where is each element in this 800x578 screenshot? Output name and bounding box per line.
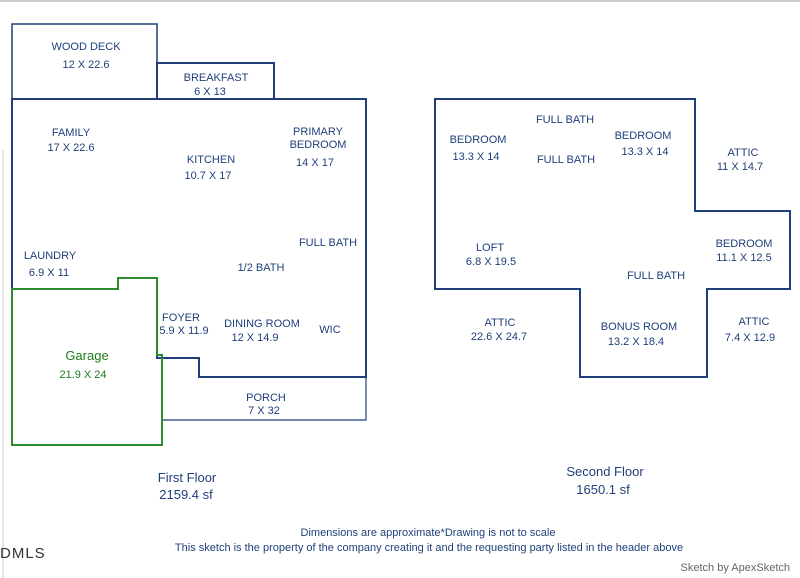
room-bonus-room-name: BONUS ROOM: [600, 321, 678, 333]
room-breakfast-name: BREAKFAST: [183, 72, 249, 84]
room-bedroom-1-dims: 13.3 X 14: [452, 151, 500, 163]
second-floor-outline: [434, 98, 791, 378]
room-primary-bedroom-dims: 14 X 17: [296, 157, 334, 169]
room-garage-dims: 21.9 X 24: [59, 369, 107, 381]
room-bedroom-2-name: BEDROOM: [614, 130, 672, 142]
room-primary-bedroom-name-1: PRIMARY: [293, 126, 343, 138]
room-garage-name: Garage: [65, 348, 109, 363]
room-attic-2-name: ATTIC: [484, 317, 516, 329]
second-floor-title: Second Floor: [566, 464, 644, 479]
room-porch-name: PORCH: [246, 392, 286, 404]
room-full-bath-2-name: FULL BATH: [536, 154, 596, 166]
room-dining-room-dims: 12 X 14.9: [231, 332, 279, 344]
room-kitchen-dims: 10.7 X 17: [184, 170, 232, 182]
room-bedroom-3-dims: 11.1 X 12.5: [716, 252, 772, 264]
room-bonus-room-dims: 13.2 X 18.4: [607, 336, 665, 348]
room-full-bath-name: FULL BATH: [298, 237, 358, 249]
room-half-bath-name: 1/2 BATH: [237, 262, 285, 274]
top-divider: [0, 0, 800, 2]
room-full-bath-1-name: FULL BATH: [535, 114, 595, 126]
room-wood-deck-name: WOOD DECK: [51, 41, 121, 53]
second-floor-area: 1650.1 sf: [576, 482, 630, 497]
breakfast-outline: [156, 62, 275, 99]
first-floor-title: First Floor: [157, 470, 217, 485]
room-kitchen-name: KITCHEN: [186, 154, 236, 166]
room-family-dims: 17 X 22.6: [47, 142, 95, 154]
room-primary-bedroom-name-2: BEDROOM: [289, 139, 347, 151]
first-floor-area: 2159.4 sf: [159, 487, 213, 502]
room-foyer-dims: 5.9 X 11.9: [159, 325, 209, 337]
room-attic-1-dims: 11 X 14.7: [716, 161, 764, 173]
disclaimer-scale: Dimensions are approximate*Drawing is no…: [300, 527, 556, 539]
room-dining-room-name: DINING ROOM: [224, 318, 300, 330]
room-attic-1-name: ATTIC: [727, 147, 759, 159]
room-attic-3-name: ATTIC: [738, 316, 770, 328]
room-bedroom-3-name: BEDROOM: [715, 238, 773, 250]
room-wood-deck-dims: 12 X 22.6: [62, 59, 110, 71]
room-family-name: FAMILY: [51, 127, 91, 139]
sketch-credit: Sketch by ApexSketch: [680, 562, 790, 574]
garage-outline: [11, 277, 163, 446]
room-porch-dims: 7 X 32: [248, 405, 280, 417]
room-foyer-name: FOYER: [162, 312, 200, 324]
disclaimer-property: This sketch is the property of the compa…: [174, 542, 684, 554]
room-breakfast-dims: 6 X 13: [194, 86, 226, 98]
room-bedroom-1-name: BEDROOM: [449, 134, 507, 146]
room-laundry-dims: 6.9 X 11: [28, 267, 70, 279]
mls-logo: DMLS: [0, 545, 46, 562]
room-loft-dims: 6.8 X 19.5: [465, 256, 517, 268]
room-bedroom-2-dims: 13.3 X 14: [621, 146, 669, 158]
room-attic-3-dims: 7.4 X 12.9: [724, 332, 776, 344]
room-wic-name: WIC: [319, 324, 341, 336]
room-attic-2-dims: 22.6 X 24.7: [470, 331, 528, 343]
room-laundry-name: LAUNDRY: [23, 250, 77, 262]
room-full-bath-3-name: FULL BATH: [626, 270, 686, 282]
room-loft-name: LOFT: [475, 242, 505, 254]
